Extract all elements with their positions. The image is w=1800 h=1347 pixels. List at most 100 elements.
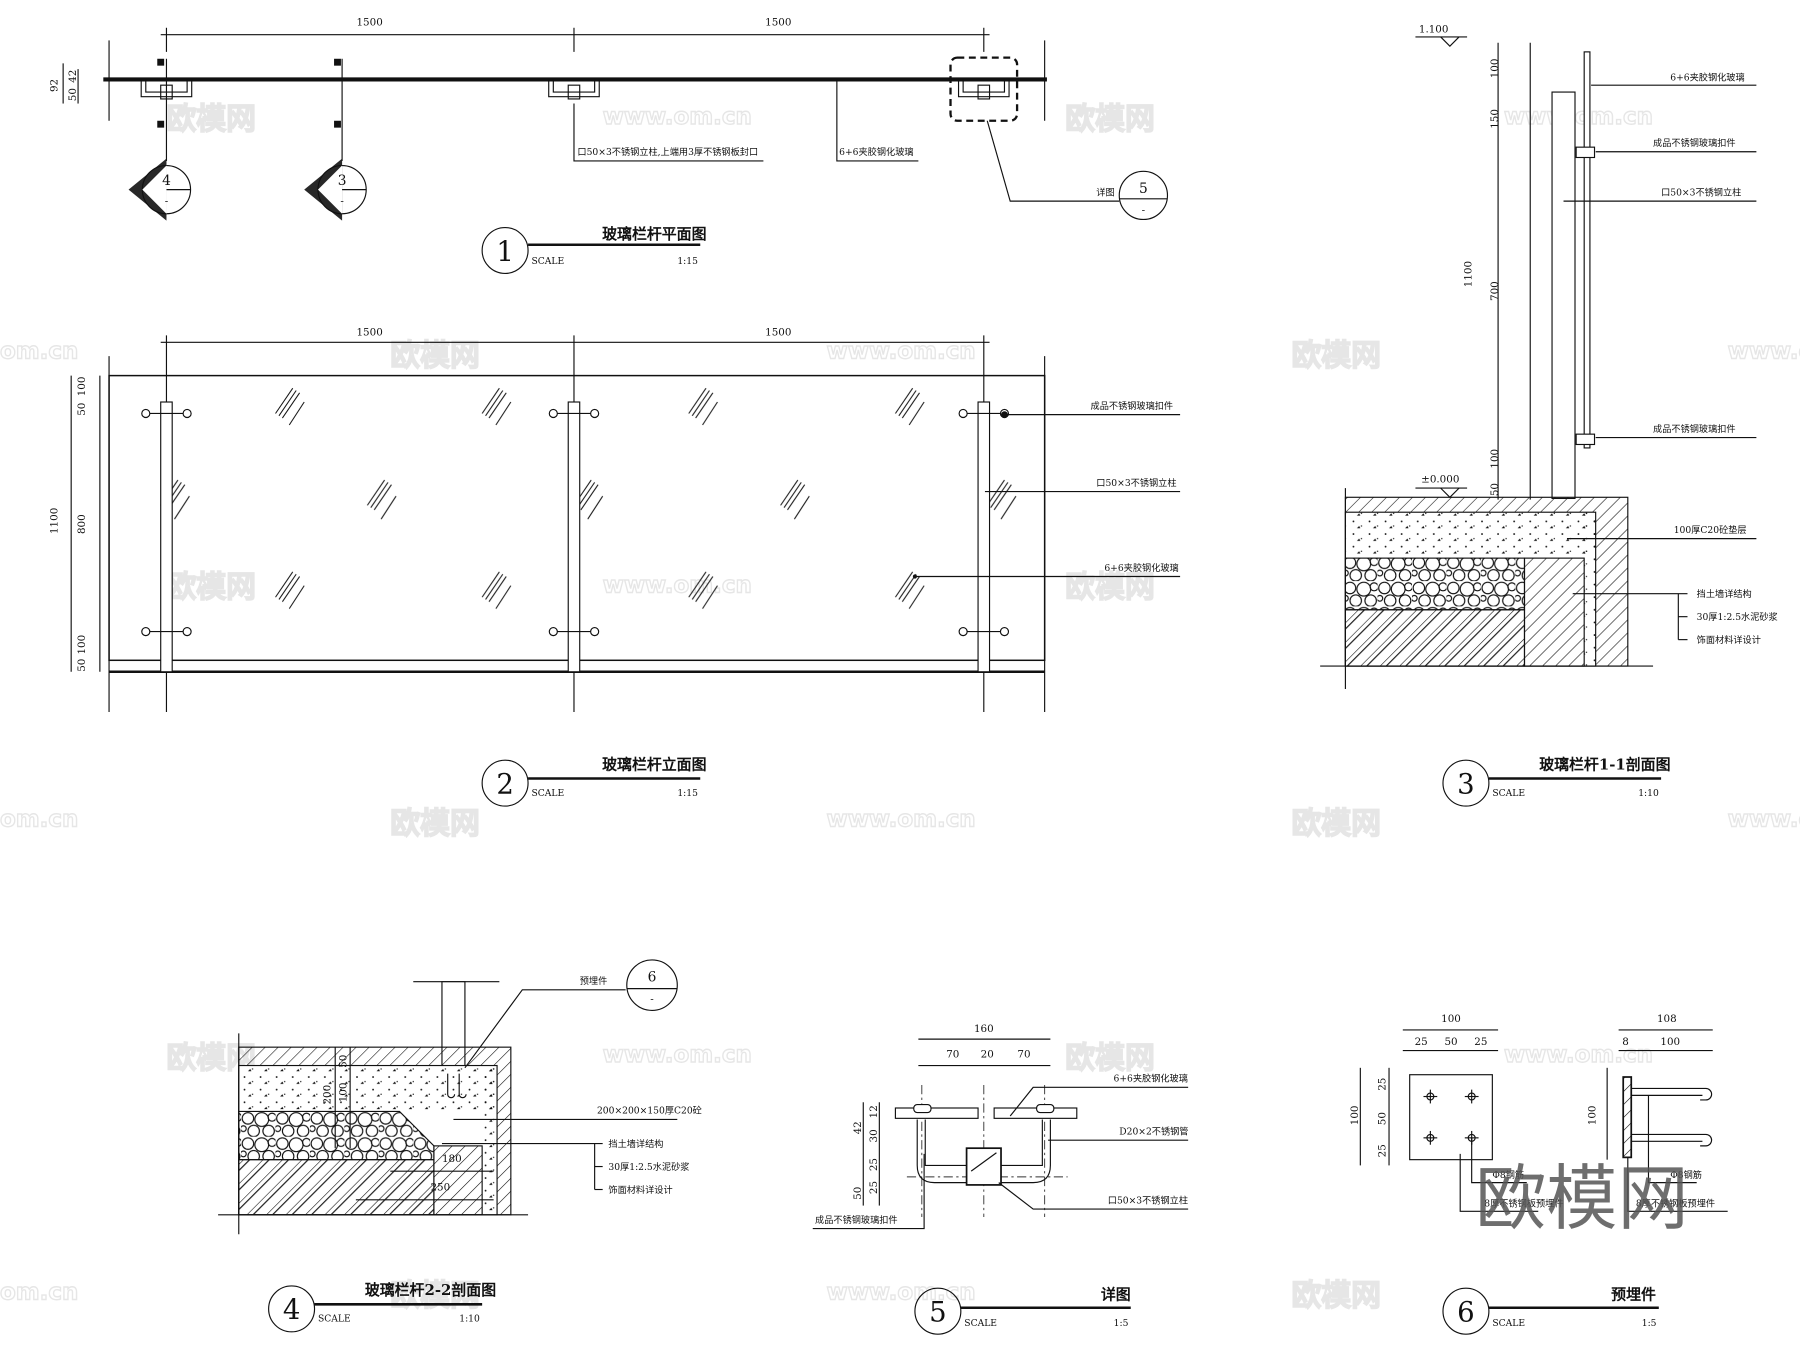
svg-text:70: 70 (946, 1048, 959, 1060)
svg-text:25: 25 (868, 1158, 880, 1171)
title-block-embed: 6 预埋件 SCALE 1:5 (1442, 1286, 1659, 1335)
svg-text:-: - (650, 993, 654, 1005)
view-embed: 100 25 50 25 100 25 50 25 108 8 100 100 … (1349, 1013, 1728, 1335)
svg-text:4: 4 (162, 173, 171, 189)
dim-span-1: 1500 (356, 16, 382, 28)
callout-post: 口50×3不锈钢立柱 (1096, 477, 1176, 489)
svg-text:200×200×150厚C20砼: 200×200×150厚C20砼 (597, 1105, 702, 1117)
callout-detail: 详图 (1096, 186, 1114, 198)
detail-marker-5[interactable]: 5 - (1118, 170, 1169, 221)
watermarks: 欧模网 www.om.cn 欧模网 www.om.cn om.cn 欧模网 ww… (0, 101, 1800, 1314)
svg-text:1500: 1500 (765, 326, 791, 338)
svg-text:50: 50 (1489, 483, 1501, 496)
view-detail: 160 70 20 70 42 50 12 30 25 25 6+6夹胶钢化玻璃… (812, 1023, 1188, 1335)
svg-text:20: 20 (981, 1048, 994, 1060)
detail-marker-6[interactable]: 6 - (626, 959, 678, 1012)
svg-text:800: 800 (76, 514, 88, 534)
dim-span-2: 1500 (765, 16, 791, 28)
detail-callout-box (949, 56, 1019, 122)
svg-text:100: 100 (1349, 1106, 1361, 1126)
svg-text:欧模网: 欧模网 (390, 1278, 479, 1313)
svg-text:玻璃栏杆立面图: 玻璃栏杆立面图 (602, 755, 706, 773)
svg-text:4: 4 (283, 1294, 301, 1326)
svg-text:SCALE: SCALE (1492, 788, 1525, 799)
svg-text:挡土墙详结构: 挡土墙详结构 (1697, 588, 1752, 600)
view-section-1-1: 1.100 1100 100 150 700 100 50 ±0.000 6+6… (1320, 23, 1778, 807)
dim-50: 50 (67, 88, 79, 101)
svg-text:70: 70 (1017, 1048, 1030, 1060)
svg-text:30厚1:2.5水泥砂浆: 30厚1:2.5水泥砂浆 (608, 1161, 689, 1173)
svg-text:www.om.cn: www.om.cn (1728, 338, 1800, 364)
title-block-plan: 1 玻璃栏杆平面图 SCALE 1:15 (481, 225, 707, 275)
svg-text:预埋件: 预埋件 (580, 975, 608, 987)
svg-text:成品不锈钢玻璃扣件: 成品不锈钢玻璃扣件 (1653, 423, 1736, 435)
callout-glass: 6+6夹胶钢化玻璃 (1104, 562, 1178, 574)
svg-text:160: 160 (974, 1023, 994, 1035)
svg-text:-: - (1142, 205, 1146, 217)
view-elevation: 1500 1500 1100 100 50 800 100 50 成品不锈钢玻璃… (48, 326, 1181, 807)
svg-text:预埋件: 预埋件 (1611, 1286, 1656, 1304)
svg-text:100: 100 (1660, 1036, 1680, 1048)
section-marker-4[interactable]: 4 - (128, 58, 192, 221)
section-marker-3[interactable]: 3 - (304, 58, 367, 221)
svg-text:om.cn: om.cn (0, 338, 78, 364)
svg-text:欧模网: 欧模网 (390, 338, 479, 373)
svg-text:25: 25 (1415, 1036, 1428, 1048)
svg-text:1: 1 (496, 236, 514, 268)
svg-text:100: 100 (1441, 1013, 1461, 1025)
svg-text:50: 50 (1444, 1036, 1457, 1048)
svg-text:om.cn: om.cn (0, 1280, 78, 1306)
svg-text:5: 5 (929, 1297, 947, 1329)
svg-text:SCALE: SCALE (318, 1314, 351, 1325)
svg-text:8厚不锈钢板预埋件: 8厚不锈钢板预埋件 (1484, 1198, 1563, 1210)
svg-text:Φ8钢筋: Φ8钢筋 (1492, 1169, 1524, 1181)
svg-text:50: 50 (1377, 1112, 1389, 1125)
title-block-section-1-1: 3 玻璃栏杆1-1剖面图 SCALE 1:10 (1442, 755, 1670, 807)
svg-text:欧模网: 欧模网 (1291, 1278, 1380, 1313)
svg-text:欧模网: 欧模网 (1065, 1041, 1154, 1076)
level-ground: ±0.000 (1421, 473, 1459, 485)
dim-42: 42 (67, 70, 79, 83)
svg-text:6+6夹胶钢化玻璃: 6+6夹胶钢化玻璃 (1114, 1073, 1188, 1085)
svg-text:SCALE: SCALE (532, 788, 565, 799)
svg-text:150: 150 (1489, 109, 1501, 129)
svg-text:1:15: 1:15 (677, 256, 698, 267)
svg-text:100: 100 (1489, 449, 1501, 469)
svg-text:饰面材料详设计: 饰面材料详设计 (1697, 634, 1761, 646)
svg-text:D20×2不锈钢管: D20×2不锈钢管 (1119, 1125, 1188, 1137)
svg-text:玻璃栏杆2-2剖面图: 玻璃栏杆2-2剖面图 (365, 1281, 496, 1299)
svg-text:欧模网: 欧模网 (1065, 570, 1154, 605)
svg-text:SCALE: SCALE (532, 256, 565, 267)
svg-text:5: 5 (1139, 181, 1148, 197)
svg-text:30: 30 (868, 1129, 880, 1142)
svg-text:欧模网: 欧模网 (1065, 102, 1154, 137)
callout-glass: 6+6夹胶钢化玻璃 (839, 146, 913, 158)
svg-text:30厚1:2.5水泥砂浆: 30厚1:2.5水泥砂浆 (1697, 611, 1778, 623)
svg-text:12: 12 (868, 1105, 880, 1118)
title-block-elevation: 2 玻璃栏杆立面图 SCALE 1:15 (481, 755, 707, 807)
post-section (1551, 91, 1576, 500)
svg-text:挡土墙详结构: 挡土墙详结构 (608, 1138, 663, 1150)
svg-text:1:5: 1:5 (1642, 1318, 1657, 1329)
level-top: 1.100 (1419, 23, 1449, 35)
svg-text:SCALE: SCALE (964, 1318, 997, 1329)
svg-text:欧模网: 欧模网 (1291, 807, 1380, 842)
svg-text:100: 100 (338, 1083, 350, 1103)
svg-text:www.om.cn: www.om.cn (603, 1042, 752, 1068)
svg-text:108: 108 (1657, 1013, 1677, 1025)
svg-text:100: 100 (1489, 59, 1501, 79)
svg-text:www.om.cn: www.om.cn (1504, 104, 1653, 130)
svg-text:om.cn: om.cn (0, 807, 78, 833)
svg-text:100: 100 (76, 377, 88, 397)
svg-text:25: 25 (1377, 1144, 1389, 1157)
svg-text:50: 50 (338, 1055, 350, 1068)
svg-text:25: 25 (1474, 1036, 1487, 1048)
svg-text:玻璃栏杆1-1剖面图: 玻璃栏杆1-1剖面图 (1539, 755, 1670, 773)
svg-text:1:15: 1:15 (677, 788, 698, 799)
svg-text:8厚不锈钢板预埋件: 8厚不锈钢板预埋件 (1636, 1198, 1715, 1210)
dim-92: 92 (48, 79, 60, 92)
svg-text:-: - (165, 196, 169, 208)
svg-text:3: 3 (1457, 768, 1475, 800)
watermark-logo: 欧模网 (1475, 1157, 1688, 1240)
svg-text:1100: 1100 (48, 508, 60, 534)
